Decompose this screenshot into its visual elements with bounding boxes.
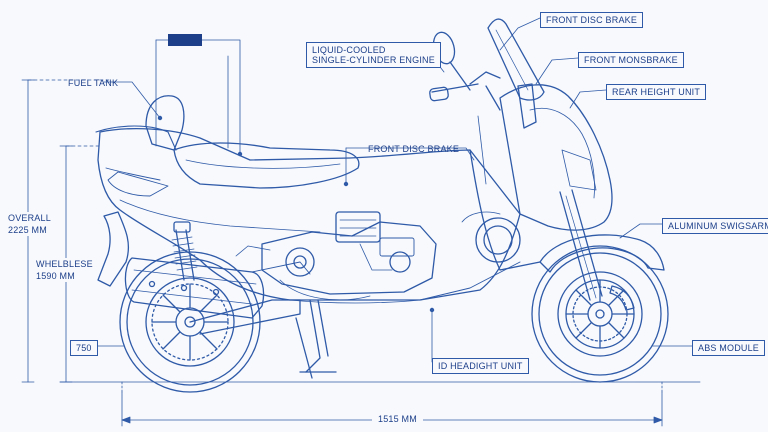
solid-tag-marker [168,34,202,46]
label-wheelbase: WHELBLESE 1590 MM [36,258,93,282]
grab-rail [95,125,177,151]
label-engine-line1: LIQUID-COOLED [312,45,386,55]
seat [173,142,360,189]
label-rear-height-unit: REAR HEIGHT UNIT [606,84,707,100]
front-wheel [531,245,669,383]
radiator-cover [461,211,521,263]
windscreen [487,18,545,101]
dimension-lines [21,79,663,427]
front-cowl [499,84,613,231]
label-fuel-tank: FUEL TANK [68,78,119,88]
handlebar [429,71,501,111]
label-wheelbase-line1: WHELBLESE [36,259,93,269]
label-front-monsbrake: FRONT MONSBRAKE [578,52,684,68]
tail-light [107,171,169,197]
label-front-disc-brake-top: FRONT DISC BRAKE [540,12,644,28]
exhaust-muffler [124,257,311,319]
label-overall-line2: 2225 MM [8,225,47,235]
front-fender [539,234,665,273]
label-abs-module: ABS MODULE [692,340,766,356]
label-engine-line2: SINGLE-CYLINDER ENGINE [312,55,435,65]
front-fork [559,189,603,301]
label-engine: LIQUID-COOLED SINGLE-CYLINDER ENGINE [306,42,441,68]
label-overall: OVERALL 2225 MM [8,212,51,236]
body-side-panel [97,127,521,301]
rear-mudguard [97,211,130,287]
label-overall-line1: OVERALL [8,213,51,223]
label-height-unit: ID HEADIGHT UNIT [432,358,529,374]
label-wheelbase-line2: 1590 MM [36,271,75,281]
label-front-disc-brake-mid: FRONT DISC BRAKE [368,144,460,154]
side-stand [295,299,337,379]
engine-block [235,211,437,301]
label-bottom-dimension: 1515 MM [372,414,423,424]
backrest [145,95,185,151]
label-seat-height: 750 [70,340,98,356]
rear-shock [171,221,198,281]
swingarm [189,299,301,335]
label-aluminum-swingarm: ALUMINUM SWIGSARM [662,218,768,234]
